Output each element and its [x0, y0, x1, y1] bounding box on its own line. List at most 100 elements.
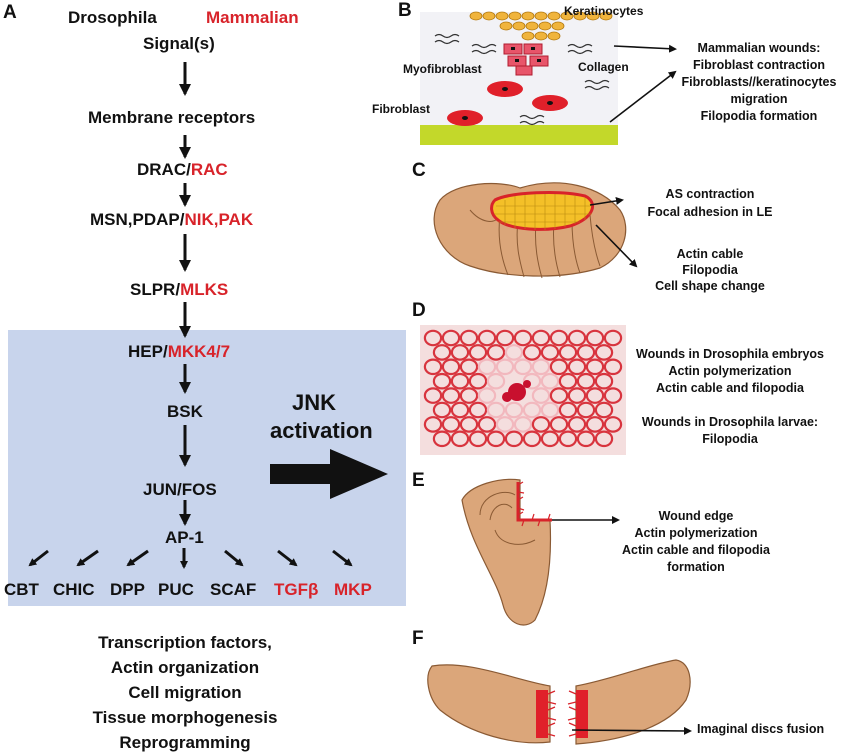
cell-outline — [495, 358, 515, 376]
outcome-item: Actin organization — [110, 658, 260, 677]
collagen-label: Collagen — [578, 60, 629, 74]
cell-outline — [558, 430, 578, 448]
cell-outline — [486, 344, 506, 361]
ap1-node: AP-1 — [165, 528, 204, 547]
panel-c-letter: C — [412, 160, 426, 181]
cell-outline — [594, 430, 614, 448]
cell-outline — [468, 401, 488, 419]
imaginal-discs-label: Imaginal discs fusion — [697, 722, 825, 736]
cell-outline — [486, 372, 506, 390]
cell-outline — [513, 358, 533, 376]
note-line: Wound edge — [658, 509, 734, 523]
cell-outline — [558, 344, 578, 361]
panel-b-notes: Mammalian wounds: Fibroblast contraction… — [668, 40, 850, 125]
cell-outline — [522, 372, 542, 390]
cell-outline — [441, 387, 461, 404]
note-line: AS contraction — [665, 187, 755, 201]
collagen-fibers — [434, 33, 610, 126]
panel-d-notes-bottom: Wounds in Drosophila larvae: Filopodia — [628, 414, 832, 448]
drosophila-header: Drosophila — [68, 8, 157, 27]
panel-d-micrograph — [420, 325, 626, 455]
note-line: Wounds in Drosophila larvae: — [641, 415, 819, 429]
cell-outline — [459, 416, 479, 433]
cell-outline — [540, 372, 560, 390]
cell-outline — [531, 329, 551, 347]
cell-outline — [459, 358, 479, 376]
myofibroblast-label: Myofibroblast — [403, 62, 482, 76]
slpr-mlks-node: SLPR/MLKS — [130, 280, 229, 299]
note-line: Mammalian wounds: — [697, 41, 821, 55]
cell-outline — [549, 387, 569, 404]
cell-outline — [558, 401, 578, 419]
cell-outline — [468, 344, 488, 361]
cell-outline — [567, 358, 587, 376]
cell-outline — [549, 358, 569, 376]
cell-outline — [432, 430, 452, 448]
outcome-item: Reprogramming — [119, 733, 251, 752]
cell-outline — [576, 401, 596, 419]
cell-outline — [441, 329, 461, 347]
cell-outline — [486, 430, 506, 448]
cell-outline — [441, 358, 461, 376]
cell-outline — [549, 416, 569, 433]
cell-outline — [504, 401, 524, 419]
cell-outline — [450, 372, 470, 390]
cell-outline — [522, 401, 542, 419]
signal-label: Signal(s) — [143, 34, 215, 53]
cell-outline — [423, 387, 443, 404]
cell-outline — [585, 329, 605, 347]
cell-outline — [423, 416, 443, 433]
hep-mkk-node: HEP/MKK4/7 — [128, 342, 231, 361]
cell-outline — [585, 358, 605, 376]
note-line: migration — [730, 92, 788, 106]
cell-outline — [459, 329, 479, 347]
cell-outline — [603, 358, 623, 376]
cell-outline — [513, 329, 533, 347]
note-line: Actin polymerization — [668, 364, 792, 378]
wound-site — [508, 383, 526, 401]
mammalian-header: Mammalian — [206, 8, 299, 27]
cell-outline — [522, 344, 542, 361]
cell-outline — [468, 372, 488, 390]
amnioserosa — [490, 191, 595, 231]
target-cbt: CBT — [4, 580, 39, 599]
activation-label: activation — [270, 418, 373, 443]
jnk-label: JNK — [292, 390, 337, 415]
target-puc: PUC — [158, 580, 194, 599]
cell-outline — [423, 329, 443, 347]
cell-outline — [585, 416, 605, 433]
bsk-node: BSK — [167, 402, 203, 421]
cell-outline — [531, 416, 551, 433]
cell-outline — [432, 344, 452, 361]
keratinocyte-layer — [469, 11, 613, 41]
cell-outline — [594, 372, 614, 390]
cell-outline — [567, 416, 587, 433]
outcome-item: Cell migration — [128, 683, 242, 702]
cell-outline — [576, 430, 596, 448]
target-chic: CHIC — [53, 580, 95, 599]
cell-outline — [531, 387, 551, 404]
cell-outline — [576, 344, 596, 361]
note-line: Fibroblast contraction — [693, 58, 825, 72]
cell-outline — [504, 344, 524, 361]
fibroblast-label: Fibroblast — [372, 102, 431, 116]
cell-outline — [495, 416, 515, 433]
cell-outline — [540, 344, 560, 361]
cell-outline — [441, 416, 461, 433]
panel-c-notes-top: AS contraction Focal adhesion in LE — [620, 185, 800, 221]
cell-outline — [594, 401, 614, 419]
panel-f-letter: F — [412, 628, 424, 649]
outcome-item: Tissue morphogenesis — [92, 708, 278, 727]
target-mkp: MKP — [334, 580, 372, 599]
panel-d-letter: D — [412, 300, 426, 321]
cell-outline — [594, 344, 614, 361]
note-line: Actin polymerization — [634, 526, 758, 540]
cell-outline — [468, 430, 488, 448]
cell-outline — [495, 329, 515, 347]
panel-c-embryo — [433, 182, 638, 279]
note-line: Actin cable — [676, 247, 744, 261]
cell-outline — [486, 401, 506, 419]
cell-outline — [558, 372, 578, 390]
cell-outline — [522, 430, 542, 448]
